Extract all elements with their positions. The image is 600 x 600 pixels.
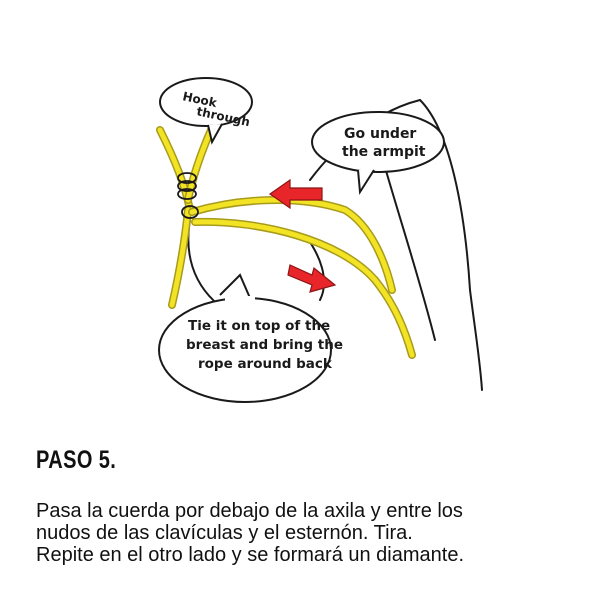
- bubble-tie-on-top: Tie it on top of the breast and bring th…: [158, 273, 343, 403]
- shibari-illustration: Hook through Go under the armpit Tie it …: [156, 77, 483, 403]
- pull-arrow-upper: [268, 178, 323, 210]
- bubble-tie-line3: rope around back: [198, 356, 333, 372]
- step-instructions: Pasa la cuerda por debajo de la axila y …: [36, 500, 576, 566]
- step-title: PASO 5.: [36, 446, 117, 474]
- bubble-armpit-line1: Go under: [344, 126, 416, 142]
- knot: [177, 172, 199, 219]
- bubble-armpit-line2: the armpit: [342, 144, 426, 160]
- step-line-1: Pasa la cuerda por debajo de la axila y …: [36, 500, 463, 522]
- bubble-tie-line1: Tie it on top of the: [188, 318, 330, 334]
- bubble-go-under-armpit: Go under the armpit: [311, 111, 445, 196]
- step-line-2: nudos de las clavículas y el esternón. T…: [36, 522, 413, 544]
- rope: [156, 96, 416, 359]
- bubble-hook-through: Hook through: [159, 77, 253, 145]
- step-line-3: Repite en el otro lado y se formará un d…: [36, 544, 465, 566]
- bubble-tie-line2: breast and bring the: [186, 337, 343, 353]
- pull-arrow-lower: [287, 264, 337, 293]
